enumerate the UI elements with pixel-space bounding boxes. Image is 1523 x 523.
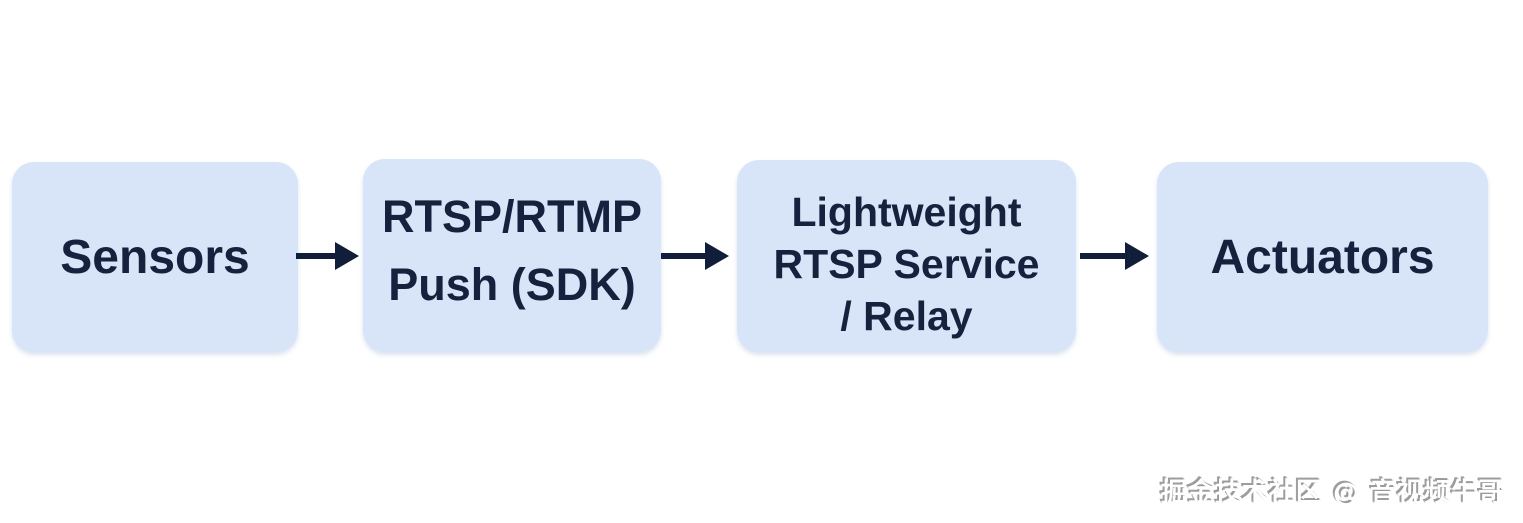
arrow-right-icon xyxy=(296,242,359,270)
node-lightweight-rtsp-service-relay: Lightweight RTSP Service / Relay xyxy=(737,160,1076,352)
node-rtsp-rtmp-push-sdk: RTSP/RTMP Push (SDK) xyxy=(363,159,661,352)
node-actuators-label: Actuators xyxy=(1210,230,1435,284)
node-label-line: RTSP Service xyxy=(773,241,1040,287)
node-sensors: Sensors xyxy=(12,162,298,352)
node-label-line: Push (SDK) xyxy=(388,258,636,310)
node-label-line: RTSP/RTMP xyxy=(381,190,642,242)
arrow-right-icon xyxy=(661,242,729,270)
node-actuators: Actuators xyxy=(1157,162,1488,352)
node-label-line: / Relay xyxy=(840,293,973,339)
node-label-line: Lightweight xyxy=(791,189,1022,235)
watermark-text: 掘金技术社区 @ 音视频牛哥 xyxy=(1160,478,1505,508)
node-sensors-label: Sensors xyxy=(60,230,250,284)
arrow-right-icon xyxy=(1080,242,1149,270)
